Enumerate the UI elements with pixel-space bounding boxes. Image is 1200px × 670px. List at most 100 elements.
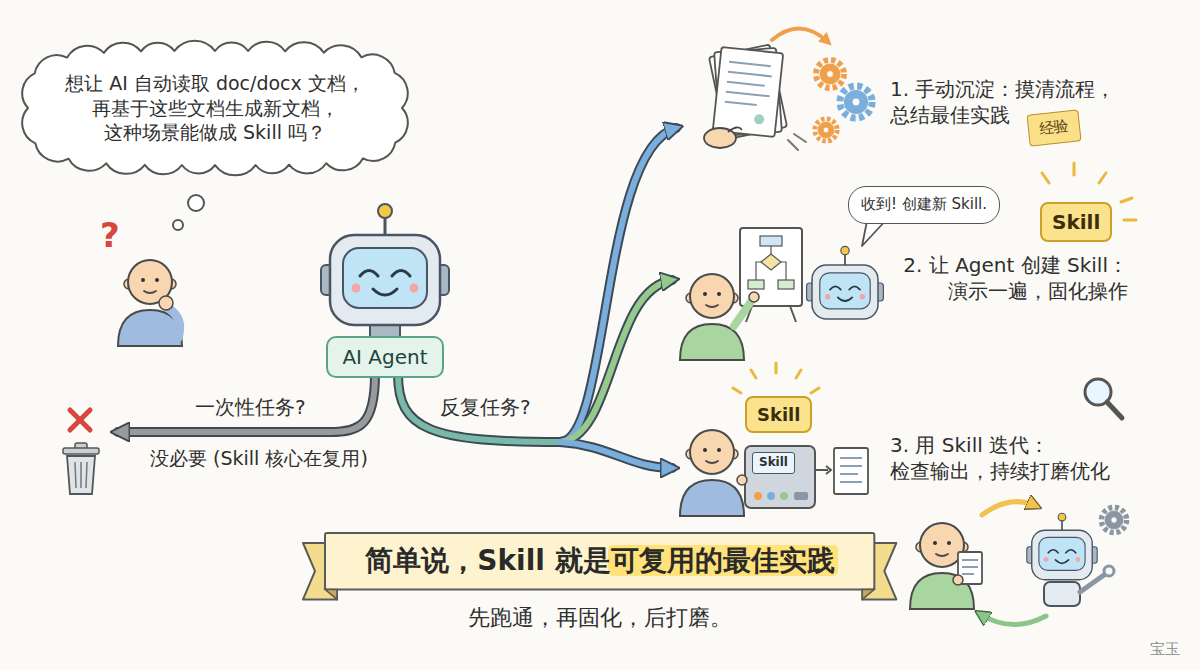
- iterate-illustration: [840, 457, 862, 459]
- iterate-illustration: [775, 363, 778, 373]
- thinking-person: [118, 195, 204, 346]
- thinking-person: [188, 195, 204, 211]
- demo-illustration: [760, 236, 782, 246]
- documents-illustration: [713, 47, 783, 137]
- demo-illustration: [734, 300, 752, 326]
- demo-illustration: [790, 306, 796, 322]
- demo-illustration: [778, 280, 794, 289]
- demo-illustration: [756, 262, 786, 280]
- feedback-loop: [1101, 507, 1126, 532]
- skill-badge: Skill: [1040, 202, 1112, 242]
- documents-illustration: [728, 127, 742, 132]
- iterate-illustration: [794, 492, 808, 500]
- documents-illustration: [728, 72, 772, 77]
- iterate-illustration: [780, 492, 788, 500]
- step-label: 3. 用 Skill 迭代： 检查输出，持续打磨优化: [890, 432, 1130, 484]
- feedback-loop: [953, 575, 963, 585]
- documents-illustration: [704, 128, 736, 148]
- iterate-illustration: [811, 388, 819, 393]
- skill-badge: Skill: [745, 396, 812, 433]
- branch-arrow: [560, 128, 676, 442]
- iterate-illustration: [737, 475, 747, 485]
- demo-illustration: [761, 254, 781, 270]
- discard-icon: [70, 410, 90, 430]
- agent-label: AI Agent: [326, 336, 443, 378]
- documents-illustration: [713, 47, 783, 137]
- person-figure: [118, 260, 182, 346]
- feedback-loop: [1080, 575, 1104, 592]
- thinking-person: [159, 296, 173, 310]
- feedback-loop: [962, 559, 978, 561]
- note-icon: 经验: [1026, 109, 1081, 146]
- demo-illustration: [1124, 219, 1136, 222]
- ribbon-fold: [325, 589, 337, 599]
- iterate-illustration: [745, 446, 815, 508]
- branch-arrow: [398, 374, 560, 442]
- iterate-illustration: [751, 370, 756, 378]
- iterate-illustration: [733, 388, 741, 393]
- documents-illustration: [725, 102, 757, 105]
- iterate-illustration: [1107, 402, 1122, 418]
- documents-illustration: [788, 134, 806, 150]
- branch-label: 一次性任务?: [195, 394, 306, 420]
- iterate-illustration: [816, 469, 828, 471]
- ribbon-body: [325, 533, 874, 589]
- tagline: 先跑通，再固化，后打磨。: [400, 604, 800, 633]
- branch-arrow: [398, 374, 560, 442]
- discard-icon: [80, 462, 82, 488]
- thinking-person: [168, 308, 180, 338]
- documents-illustration: [815, 119, 837, 141]
- documents-illustration: [816, 60, 844, 88]
- iterate-illustration: [680, 430, 744, 516]
- branch-arrow: [560, 128, 676, 442]
- step-label: 1. 手动沉淀：摸清流程， 总结最佳实践: [890, 76, 1130, 128]
- iterate-illustration: [840, 473, 858, 475]
- feedback-loop: [1027, 513, 1097, 580]
- thought-cloud: 想让 AI 自动读取 doc/docx 文档， 再基于这些文档生成新文档， 这种…: [12, 35, 418, 181]
- documents-illustration: [726, 92, 770, 97]
- demo-illustration: [1121, 198, 1132, 202]
- demo-illustration: [749, 292, 759, 302]
- feedback-loop: [1044, 582, 1080, 606]
- discard-icon: [63, 410, 99, 494]
- branch-arrow: [560, 280, 672, 442]
- iterate-illustration: [754, 492, 762, 500]
- demo-illustration: [1099, 173, 1106, 183]
- branch-label: 反复任务?: [440, 394, 531, 420]
- documents-illustration: [704, 28, 872, 150]
- documents-illustration: [840, 86, 872, 118]
- robot-figure: [321, 204, 449, 325]
- branch-arrow: [118, 374, 375, 432]
- documents-illustration: [772, 28, 828, 42]
- feedback-loop: [980, 614, 1046, 625]
- agent-robot: [321, 204, 449, 338]
- feedback-loop: [910, 502, 1127, 625]
- iterate-illustration: [796, 370, 801, 378]
- demo-illustration: [1073, 163, 1076, 175]
- feedback-loop: [982, 502, 1036, 515]
- feedback-loop: [962, 566, 978, 568]
- iterate-illustration: [840, 481, 862, 483]
- iterate-illustration: [840, 465, 862, 467]
- discard-icon: [63, 448, 99, 454]
- demo-illustration: [1042, 173, 1049, 183]
- node-text: Skill: [1052, 209, 1100, 235]
- iterate-illustration: [834, 448, 868, 494]
- thinking-person: [173, 220, 183, 230]
- branch-arrow: [118, 128, 676, 468]
- speech-bubble: 收到! 创建新 Skill.: [848, 186, 1000, 224]
- branch-arrow: [118, 374, 375, 432]
- documents-illustration: [727, 82, 765, 86]
- node-text: 经验: [1038, 116, 1070, 139]
- banner-ribbon: 简单说，Skill 就是可复用的最佳实践: [325, 533, 874, 589]
- step-label: 2. 让 Agent 创建 Skill： 演示一遍，固化操作: [888, 252, 1128, 304]
- demo-illustration: [770, 246, 771, 254]
- iterate-illustration: [826, 466, 831, 474]
- ribbon-fold: [863, 589, 875, 599]
- demo-illustration: [807, 246, 884, 319]
- node-text: 想让 AI 自动读取 doc/docx 文档， 再基于这些文档生成新文档， 这种…: [50, 71, 380, 145]
- node-text: AI Agent: [342, 344, 427, 370]
- discard-icon: [70, 410, 90, 430]
- discard-icon: [67, 456, 95, 494]
- demo-illustration: [748, 280, 764, 289]
